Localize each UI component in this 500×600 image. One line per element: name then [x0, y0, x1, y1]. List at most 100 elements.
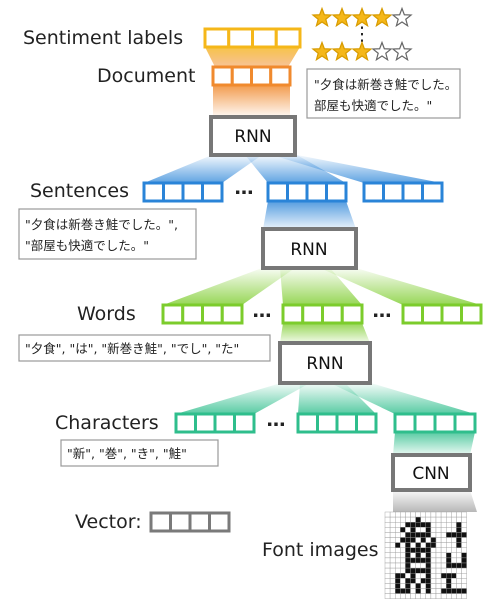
- rnn-module-word: RNN: [278, 341, 372, 385]
- star-filled-icon: [311, 6, 333, 28]
- vector-cell: [301, 303, 324, 325]
- label-document: Document: [97, 65, 195, 87]
- flow-words-to-rnn2-a: [163, 268, 295, 305]
- vector-char-n: [393, 412, 477, 434]
- vector-cell: [162, 181, 185, 203]
- vector-sentence-2: [266, 181, 348, 203]
- rnn-label: RNN: [234, 127, 271, 147]
- vector-cell: [316, 412, 339, 434]
- quote-sentences: "夕食は新巻き鮭でした。", "部屋も快適でした。": [18, 208, 197, 260]
- label-sentences: Sentences: [30, 180, 129, 202]
- cnn-module: CNN: [391, 453, 472, 492]
- vector-char-2: [296, 412, 378, 434]
- label-words: Words: [77, 303, 136, 325]
- vector-sentiment: [203, 27, 302, 49]
- vector-cell: [355, 412, 378, 434]
- vector-cell: [220, 303, 244, 325]
- vector-cell: [421, 303, 444, 325]
- vector-cell: [161, 303, 185, 325]
- vector-cell: [421, 181, 444, 203]
- star-filled-icon: [351, 40, 373, 62]
- ellipsis-ratings: ⋮: [353, 23, 372, 45]
- vector-cell: [325, 181, 348, 203]
- vector-cell: [213, 412, 236, 434]
- quote-line: "夕食", "は", "新巻き鮭", "でし", "た": [25, 341, 239, 356]
- vector-cell: [251, 27, 278, 49]
- vector-cell: [382, 181, 405, 203]
- sentiment-star-ratings: [311, 6, 413, 62]
- vector-cell: [440, 303, 463, 325]
- star-empty-icon: [371, 40, 393, 62]
- flow-rnn1-to-document: [213, 85, 290, 117]
- flow-doc-to-sentiment: [205, 47, 300, 67]
- vector-boxes: [142, 27, 483, 533]
- label-font-images: Font images: [262, 539, 379, 561]
- quote-line: "新", "巻", "き", "鮭": [67, 446, 187, 461]
- vector-cell: [208, 511, 231, 533]
- flow-sentences-to-rnn1-c: [272, 155, 442, 183]
- vector-cell: [149, 511, 172, 533]
- flow-characters-to-rnn3-a: [176, 383, 310, 414]
- vector-sentence-n: [362, 181, 444, 203]
- quote-line: "夕食は新巻き鮭でした。",: [25, 217, 178, 232]
- flow-font-image-to-cnn: [393, 490, 477, 512]
- cnn-label: CNN: [412, 464, 449, 484]
- vector-cell: [401, 181, 424, 203]
- vector-cell: [142, 181, 165, 203]
- vector-cell: [201, 303, 224, 325]
- flow-rnn3-to-word: [280, 323, 370, 343]
- quote-line: "夕食は新巻き鮭でした。: [314, 77, 457, 92]
- flow-sentences-to-rnn1-a: [144, 155, 262, 183]
- flow-characters-to-rnn3-b: [298, 383, 376, 414]
- vector-cell: [269, 65, 292, 87]
- vector-cell: [340, 303, 364, 325]
- vector-cell: [433, 412, 457, 434]
- flow-sentences-to-rnn1-b: [245, 155, 346, 183]
- flow-shading: [144, 47, 481, 512]
- vector-cell: [296, 412, 319, 434]
- vector-cell: [250, 65, 273, 87]
- vector-cell: [227, 27, 254, 49]
- star-filled-icon: [371, 6, 393, 28]
- quote-characters: "新", "巻", "き", "鮭": [60, 439, 219, 467]
- flow-rnn2-to-sentence: [263, 201, 356, 229]
- vector-cell: [401, 303, 424, 325]
- rnn-module-sentence: RNN: [261, 227, 358, 270]
- vector-char-1: [174, 412, 256, 434]
- vector-cell: [233, 412, 256, 434]
- vector-cell: [321, 303, 344, 325]
- vector-cell: [230, 65, 253, 87]
- vector-cell: [362, 181, 385, 203]
- ellipsis-words-1: …: [253, 300, 272, 322]
- ellipsis-words-2: …: [373, 300, 392, 322]
- label-characters: Characters: [55, 412, 159, 434]
- star-filled-icon: [311, 40, 333, 62]
- vector-word-n: [401, 303, 483, 325]
- star-filled-icon: [331, 6, 353, 28]
- vector-cell: [393, 412, 417, 434]
- rnn-label: RNN: [290, 240, 327, 260]
- vector-document: [211, 65, 292, 87]
- vector-cell: [211, 65, 234, 87]
- vector-legend: [149, 511, 231, 533]
- vector-cell: [460, 303, 483, 325]
- ellipsis-characters: …: [267, 409, 286, 431]
- vector-cell: [181, 303, 204, 325]
- flow-cnn-to-char: [393, 432, 475, 455]
- star-filled-icon: [351, 6, 373, 28]
- vector-cell: [194, 412, 217, 434]
- vector-cell: [201, 181, 224, 203]
- vector-cell: [335, 412, 358, 434]
- vector-cell: [453, 412, 477, 434]
- vector-cell: [188, 511, 211, 533]
- vector-sentence-1: [142, 181, 224, 203]
- vector-cell: [266, 181, 289, 203]
- quote-words: "夕食", "は", "新巻き鮭", "でし", "た": [18, 334, 271, 362]
- rnn-label: RNN: [306, 354, 343, 374]
- star-empty-icon: [391, 40, 413, 62]
- quote-line: 部屋も快適でした。": [314, 98, 432, 113]
- vector-cell: [413, 412, 437, 434]
- rnn-module-document: RNN: [209, 115, 297, 157]
- vector-cell: [286, 181, 309, 203]
- vector-cell: [203, 27, 231, 49]
